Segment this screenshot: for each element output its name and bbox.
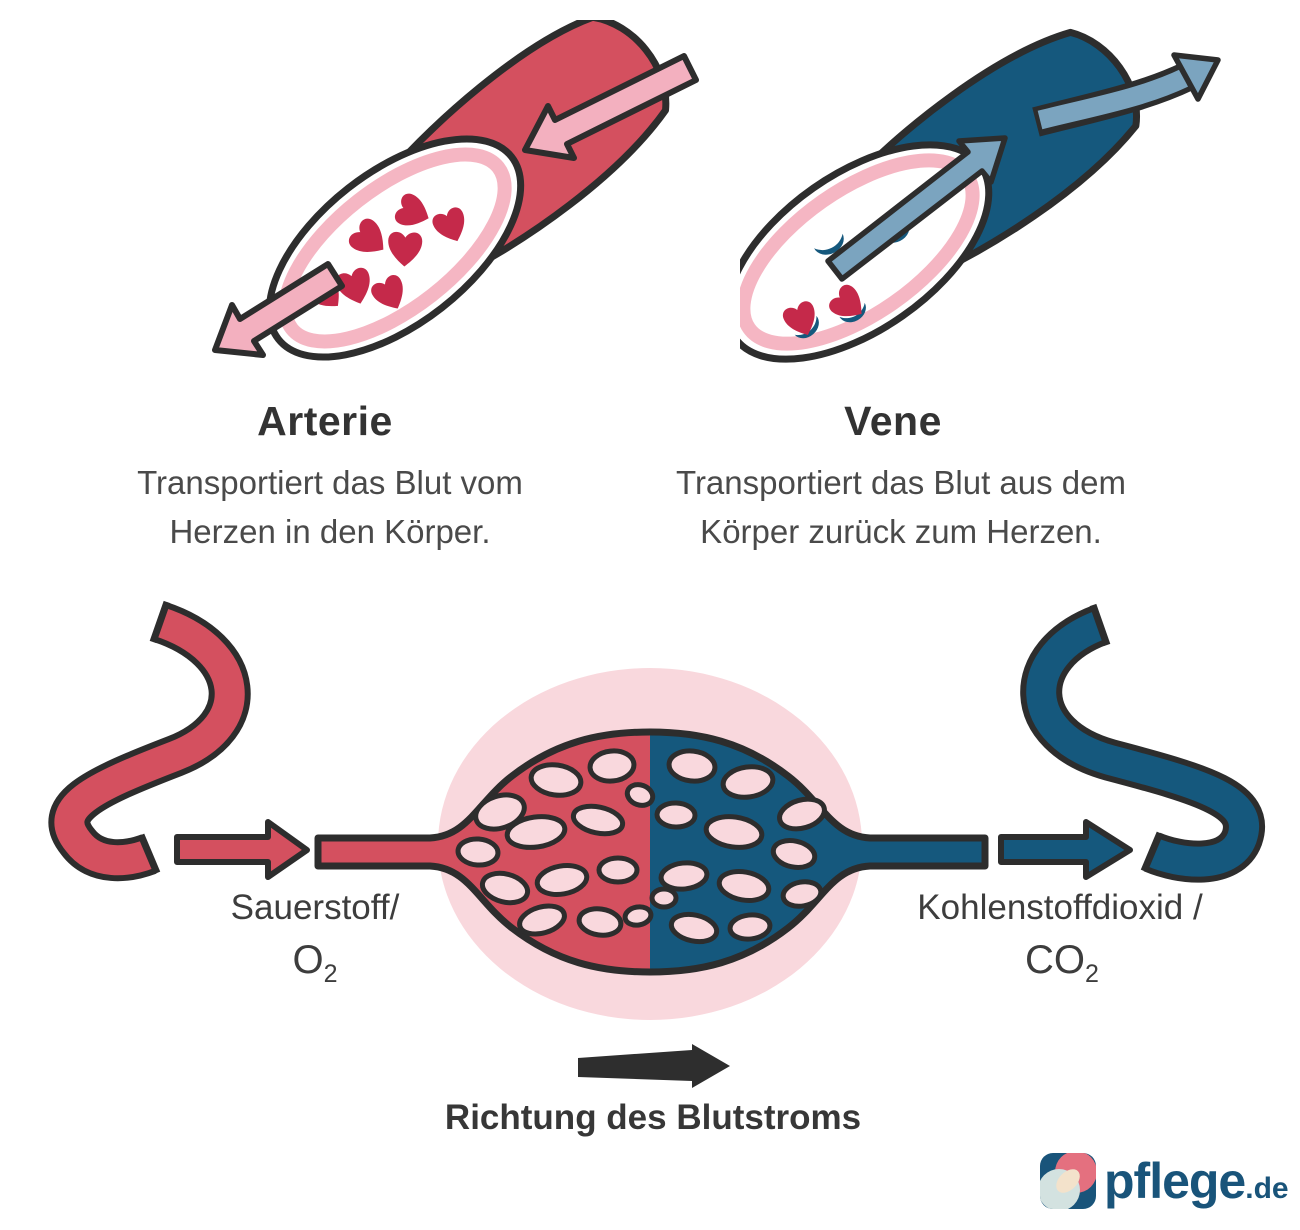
vein-outflow-arrow — [1032, 52, 1221, 137]
venule-s-curve — [1020, 603, 1265, 883]
capillary-network-body — [314, 728, 989, 976]
vein-description-line2: Körper zurück zum Herzen. — [700, 513, 1102, 550]
vein-inner-arrow — [825, 135, 1008, 282]
blood-flow-direction-arrow — [578, 1044, 730, 1088]
pflege-logo-tld: .de — [1245, 1172, 1289, 1205]
co2-formula: CO2 — [1025, 938, 1099, 989]
direction-label: Richtung des Blutstroms — [444, 1098, 862, 1137]
oxygen-formula: O2 — [292, 938, 337, 989]
artery-inflow-arrow — [522, 53, 699, 161]
oxygen-formula-subscript: 2 — [323, 960, 338, 988]
artery-description-line2: Herzen in den Körper. — [169, 513, 491, 550]
pflege-logo-brand: pflege — [1104, 1153, 1246, 1209]
vein-description-line1: Transportiert das Blut aus dem — [676, 464, 1126, 501]
arteriole-s-curve — [48, 600, 251, 882]
co2-label: Kohlenstoffdioxid / — [917, 888, 1203, 927]
pflege-logo-icon — [1038, 1151, 1098, 1211]
oxygen-label: Sauerstoff/ — [230, 888, 400, 927]
vein-description: Transportiert das Blut aus dem Körper zu… — [676, 458, 1126, 556]
artery-title: Arterie — [257, 398, 393, 444]
co2-formula-subscript: 2 — [1085, 960, 1099, 988]
artery-illustration — [180, 20, 700, 380]
pflege-logo-text: pflege.de — [1104, 1153, 1289, 1217]
capillary-diagram — [0, 580, 1300, 1100]
co2-formula-main: CO — [1025, 938, 1086, 982]
capillary-mesh-holes — [455, 748, 827, 945]
artery-outflow-arrow — [212, 261, 345, 358]
artery-description-line1: Transportiert das Blut vom — [137, 464, 523, 501]
vein-illustration — [740, 20, 1260, 380]
vein-title: Vene — [844, 398, 942, 444]
artery-description: Transportiert das Blut vom Herzen in den… — [137, 458, 523, 556]
artery-inner-rim — [278, 147, 512, 349]
oxygen-formula-main: O — [292, 938, 324, 982]
oxygen-flow-arrow — [174, 819, 310, 880]
co2-flow-arrow — [998, 819, 1133, 880]
